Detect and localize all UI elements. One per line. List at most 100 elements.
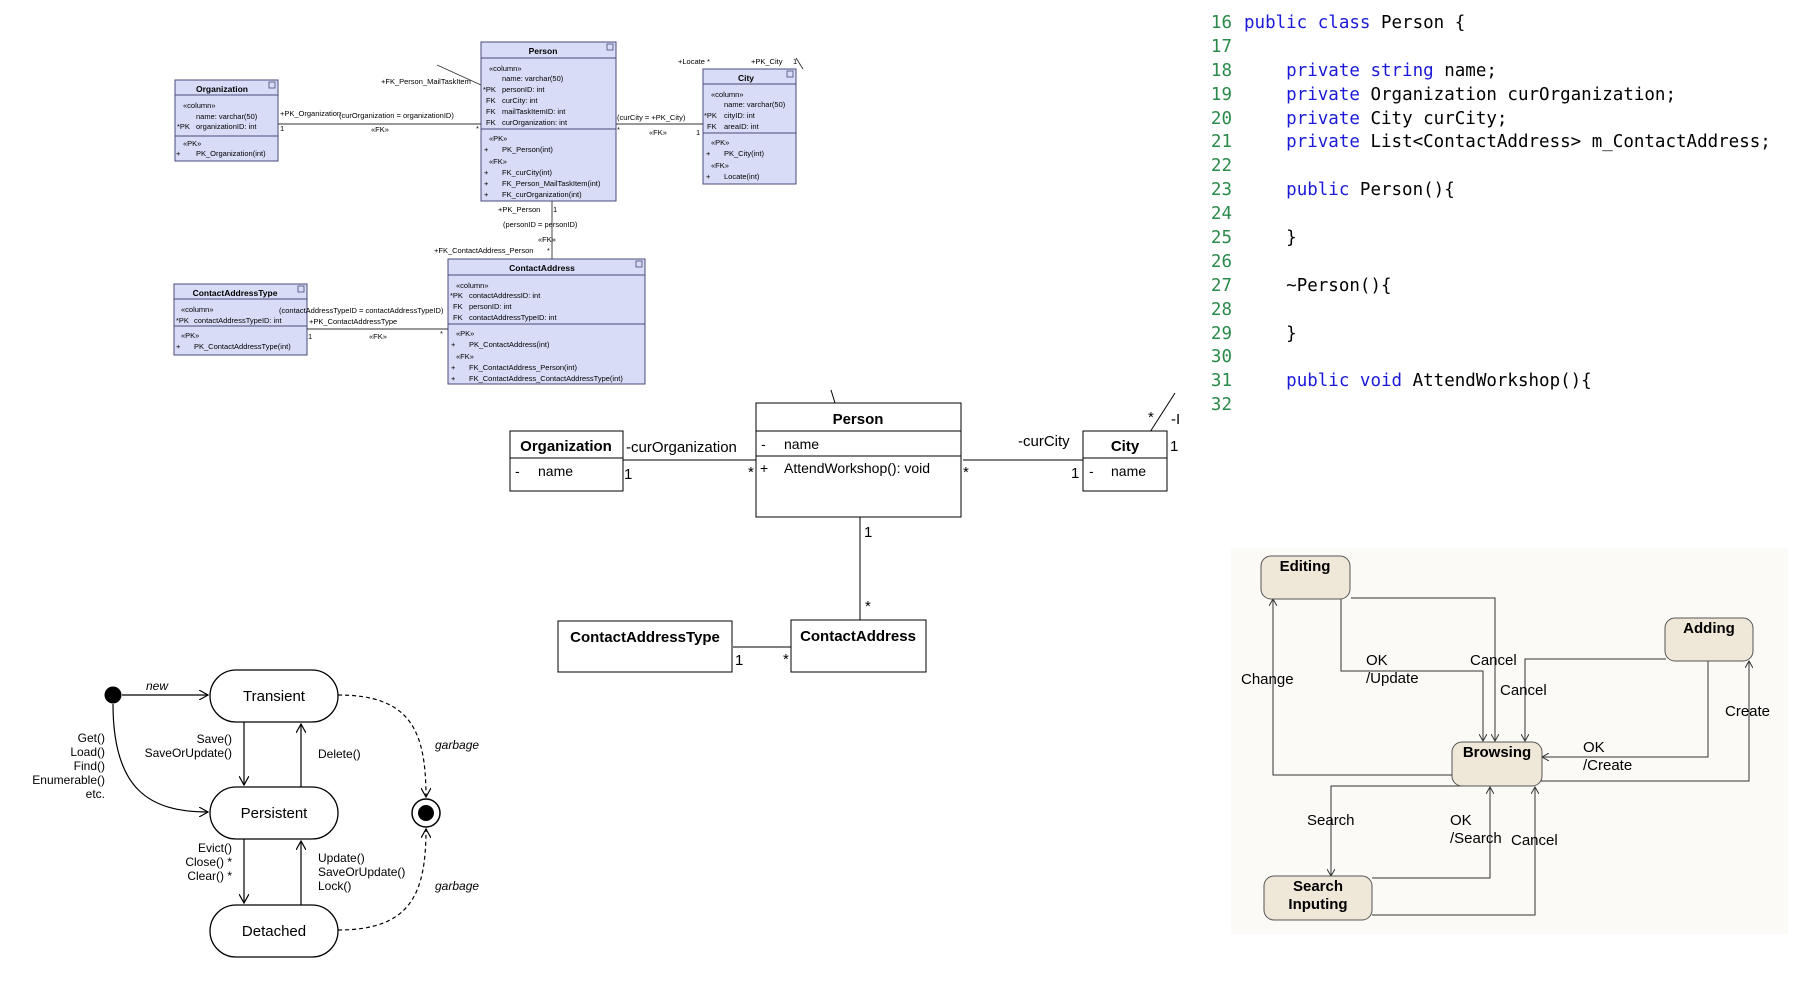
line-number: 24 (1210, 204, 1232, 225)
uml-class-organization[interactable]: Organization - name (509, 430, 624, 492)
code-keyword: private (1286, 132, 1360, 153)
state-label: Detached (242, 923, 306, 940)
column: name: varchar(50) (196, 112, 258, 121)
ui-state-browsing[interactable]: Browsing (1451, 741, 1543, 787)
er-connector-labels: +FK_Person_MailTaskItem +PK_Organization… (279, 57, 797, 341)
transition-label: Delete() (318, 747, 361, 761)
er-table-city[interactable]: City «column» name: varchar(50) *PK city… (702, 68, 797, 185)
uml-class-city[interactable]: City - name (1082, 430, 1168, 492)
line-number: 23 (1210, 180, 1232, 201)
er-diagram: Organization «column» name: varchar(50) … (173, 41, 804, 385)
fk-header: «FK» (711, 161, 729, 170)
ui-state-editing[interactable]: Editing (1260, 555, 1351, 600)
code-line: 32 (1202, 394, 1793, 418)
uml-class-contactaddresstype[interactable]: ContactAddressType (557, 620, 733, 673)
pk-header: «PK» (489, 134, 507, 143)
column-prefix: *PK (483, 85, 496, 94)
class-name: ContactAddressType (570, 629, 720, 646)
final-state (411, 798, 441, 828)
transition-label: Find() (74, 759, 105, 773)
line-number: 22 (1210, 156, 1232, 177)
transition-label: Get() (78, 731, 105, 745)
line-number: 16 (1210, 13, 1232, 33)
transition-label: SaveOrUpdate() (145, 746, 232, 760)
fk-op: FK_ContactAddress_Person(int) (469, 363, 577, 372)
fk-stereotype: «FK» (371, 125, 389, 134)
association-labels: -curOrganization 1 * -curCity * 1 1 * -I… (624, 409, 1180, 669)
multiplicity-label: 1 (1170, 438, 1178, 455)
visibility-marker: + (451, 363, 456, 372)
visibility-marker: - (761, 436, 766, 452)
line-number: 28 (1210, 299, 1232, 320)
state-label: Browsing (1463, 744, 1531, 761)
code-line: 26 (1202, 251, 1793, 275)
table-title: ContactAddressType (193, 288, 278, 298)
class-name: Organization (520, 438, 612, 455)
join-label: (contactAddressTypeID = contactAddressTy… (279, 306, 444, 315)
multiplicity-label: * (476, 124, 479, 133)
code-text: AttendWorkshop(){ (1402, 371, 1592, 392)
er-table-organization[interactable]: Organization «column» name: varchar(50) … (174, 79, 279, 162)
column: name: varchar(50) (724, 100, 786, 109)
multiplicity-label: 1 (696, 128, 700, 137)
code-keyword: private (1286, 84, 1360, 105)
state-persistent[interactable]: Persistent (209, 786, 339, 840)
visibility-marker: - (515, 463, 520, 479)
ui-state-adding[interactable]: Adding (1664, 617, 1754, 662)
code-line: 30 (1202, 346, 1793, 370)
code-line: 20 private City curCity; (1202, 108, 1793, 132)
code-line: 21 private List<ContactAddress> m_Contac… (1202, 131, 1793, 155)
transition-label: Evict() (198, 841, 232, 855)
code-text: name; (1433, 60, 1497, 81)
pk-label: +PK_Organization (280, 109, 341, 118)
visibility-marker: + (484, 145, 489, 154)
ui-state-search-inputing[interactable]: Search Inputing (1263, 875, 1373, 921)
er-table-person[interactable]: Person «column» name: varchar(50) *PK pe… (480, 41, 617, 202)
join-label: (personID = personID) (503, 220, 578, 229)
state-label: Transient (243, 688, 306, 705)
pk-op: PK_ContactAddressType(int) (194, 342, 291, 351)
code-keyword: public class (1244, 13, 1371, 33)
transition-label: /Search (1450, 830, 1502, 847)
line-number: 18 (1210, 60, 1232, 81)
er-table-contactaddresstype[interactable]: ContactAddressType «column» *PK contactA… (173, 283, 308, 356)
code-line: 19 private Organization curOrganization; (1202, 84, 1793, 108)
class-attribute: name (538, 463, 573, 479)
er-table-contactaddress[interactable]: ContactAddress «column» *PK contactAddre… (447, 258, 646, 385)
column-prefix: *PK (450, 291, 463, 300)
multiplicity-label: * (783, 651, 789, 668)
table-icon (268, 81, 276, 89)
transition-label: /Create (1583, 757, 1632, 774)
visibility-marker: + (484, 190, 489, 199)
fk-op: FK_curOrganization(int) (502, 190, 582, 199)
fk-stereotype: «FK» (538, 235, 556, 244)
uml-class-person[interactable]: Person - name + AttendWorkshop(): void (755, 402, 962, 518)
column: name: varchar(50) (502, 74, 564, 83)
visibility-marker: + (706, 172, 711, 181)
class-diagram: Person - name + AttendWorkshop(): void O… (509, 389, 1180, 673)
fk-stereotype: «FK» (649, 128, 667, 137)
multiplicity-label: 1 (624, 466, 632, 483)
column: areaID: int (724, 122, 760, 131)
code-line: 28 (1202, 299, 1793, 323)
code-text: List<ContactAddress> m_ContactAddress; (1359, 132, 1771, 153)
pk-op: PK_ContactAddress(int) (469, 340, 550, 349)
fk-op: Locate(int) (724, 172, 760, 181)
visibility-marker: + (760, 460, 768, 476)
column: contactAddressID: int (469, 291, 541, 300)
multiplicity-label: * (1148, 409, 1154, 426)
code-keyword: public void (1286, 371, 1403, 392)
column-header: «column» (183, 101, 216, 110)
multiplicity-label: 1 (735, 652, 743, 669)
column-prefix: FK (707, 122, 717, 131)
column: cityID: int (724, 111, 756, 120)
state-transient[interactable]: Transient (209, 669, 339, 723)
multiplicity-label: 1 (793, 57, 797, 66)
line-number: 32 (1210, 395, 1232, 416)
uml-class-contactaddress[interactable]: ContactAddress (790, 619, 927, 673)
transition-label: Enumerable() (32, 773, 105, 787)
state-detached[interactable]: Detached (209, 904, 339, 958)
code-indent (1244, 276, 1286, 296)
